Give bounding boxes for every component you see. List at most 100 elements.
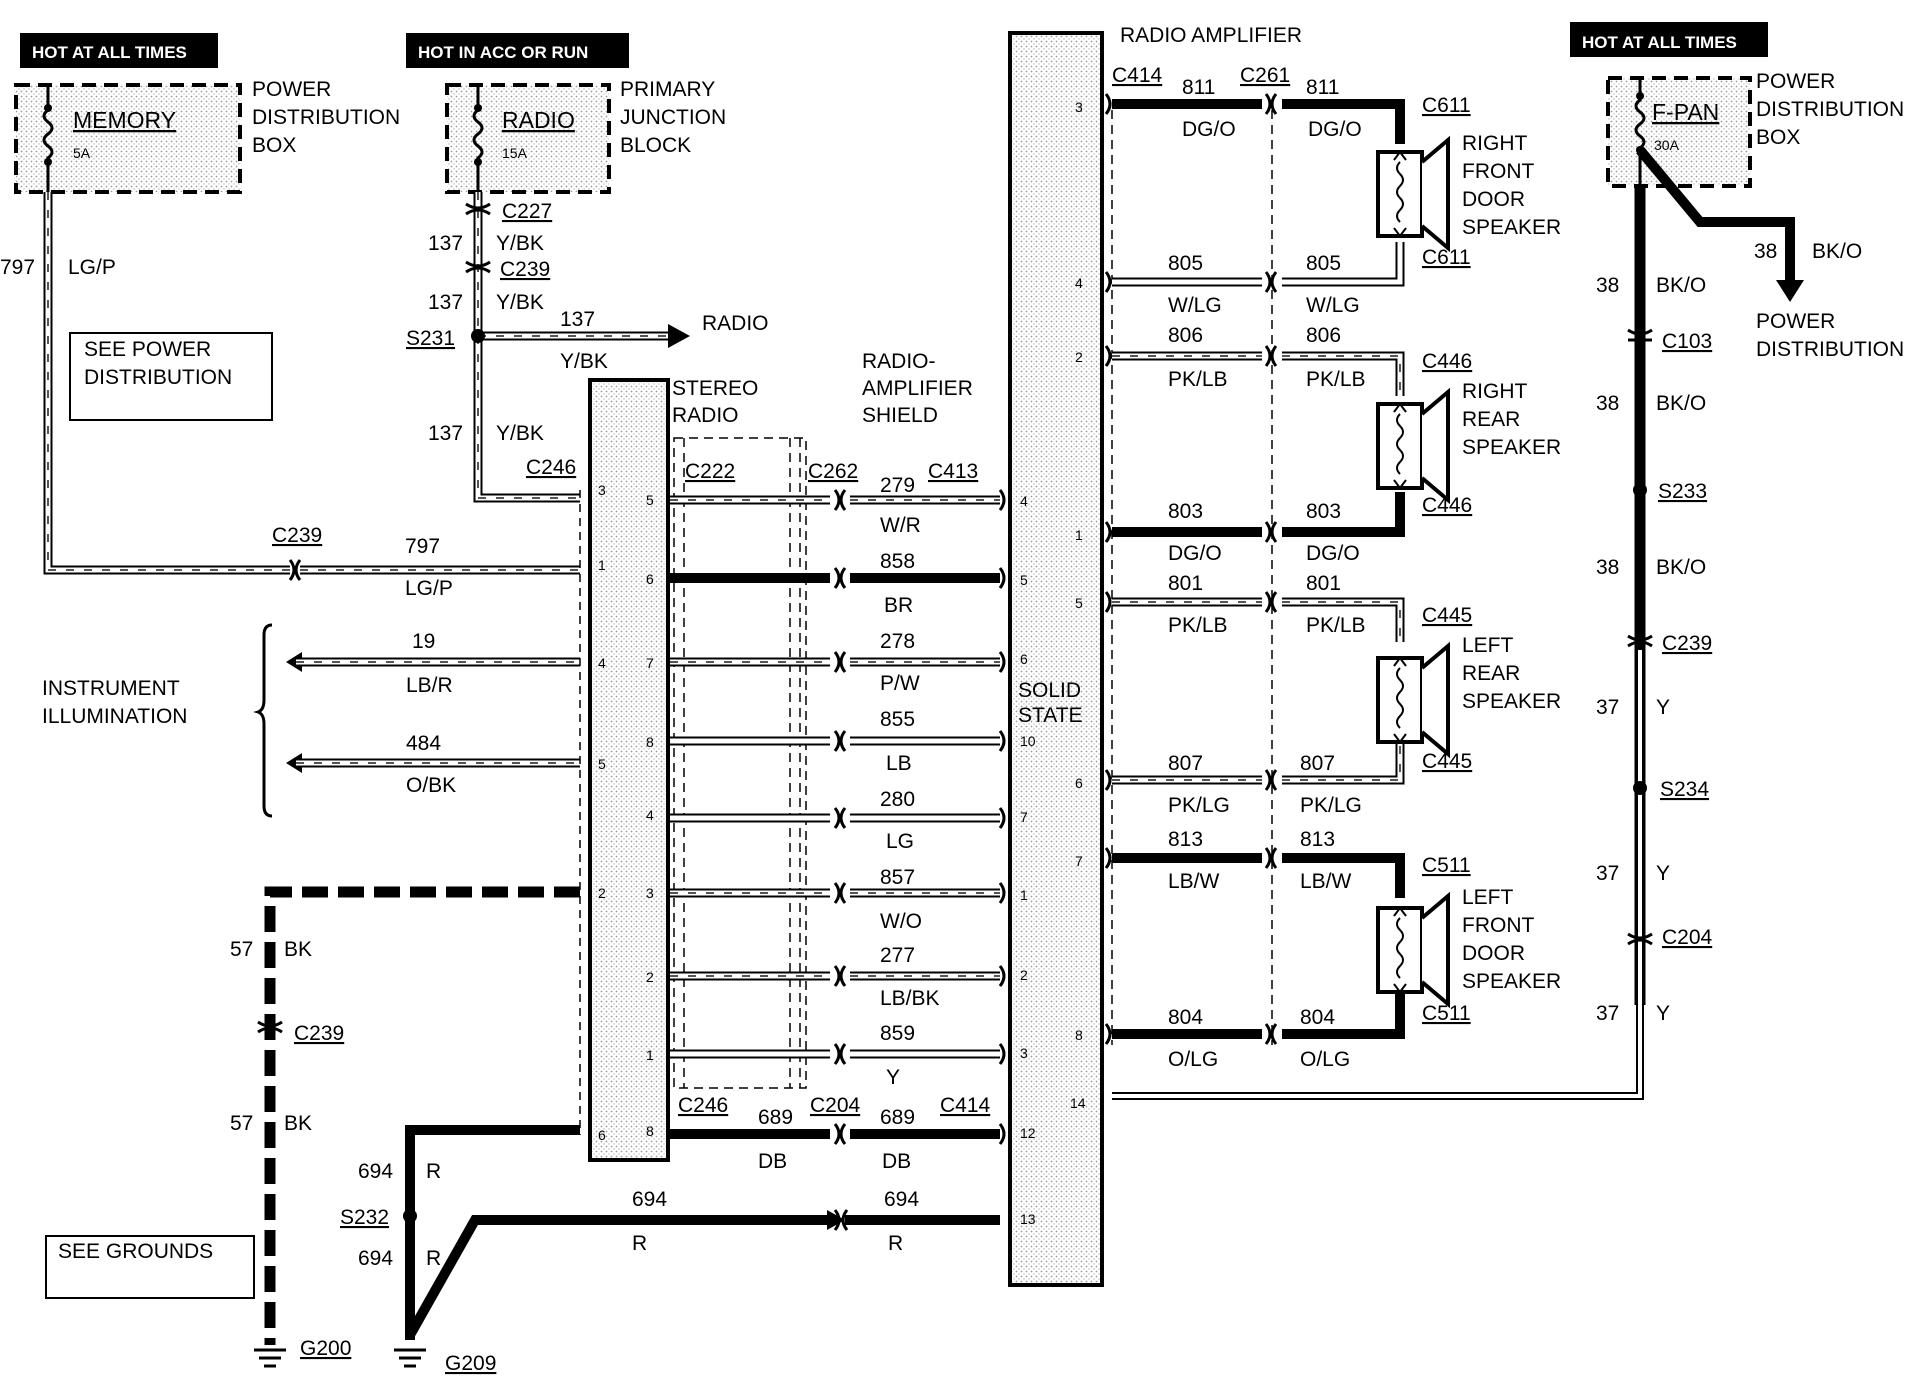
wire-277-connector-icon <box>833 965 847 987</box>
svg-text:38: 38 <box>1596 274 1619 297</box>
svg-text:797: 797 <box>0 256 35 279</box>
svg-text:30A: 30A <box>1654 137 1680 153</box>
svg-text:P/W: P/W <box>880 672 920 695</box>
svg-text:7: 7 <box>1020 809 1028 825</box>
svg-text:1: 1 <box>1075 527 1083 543</box>
svg-text:RADIO AMPLIFIER: RADIO AMPLIFIER <box>1120 24 1302 47</box>
svg-text:RIGHT: RIGHT <box>1462 380 1528 403</box>
svg-text:BK/O: BK/O <box>1656 274 1706 297</box>
svg-text:STATE: STATE <box>1018 704 1083 727</box>
svg-text:38: 38 <box>1754 240 1777 263</box>
svg-text:3: 3 <box>1075 99 1083 115</box>
svg-text:LG/P: LG/P <box>68 256 116 279</box>
wire-797: 797 LG/P 797 LG/P C239 <box>0 192 580 600</box>
svg-text:C413: C413 <box>928 460 978 483</box>
svg-text:BR: BR <box>884 594 913 617</box>
fuse-fpan: F-PAN 30A <box>1606 76 1752 188</box>
svg-text:805: 805 <box>1168 252 1203 275</box>
svg-text:C445: C445 <box>1422 750 1472 773</box>
svg-text:C246: C246 <box>678 1094 728 1117</box>
speaker-labels: C611 C611 RIGHT FRONT DOOR SPEAKER C446 … <box>1422 94 1561 1025</box>
svg-text:7: 7 <box>1075 853 1083 869</box>
svg-text:DG/O: DG/O <box>1182 118 1236 141</box>
svg-text:LG: LG <box>886 830 914 853</box>
svg-text:BLOCK: BLOCK <box>620 134 691 157</box>
svg-text:RADIO: RADIO <box>502 107 575 133</box>
svg-text:2: 2 <box>1020 967 1028 983</box>
connector-c227-icon <box>465 202 491 216</box>
svg-text:10: 10 <box>1020 733 1036 749</box>
wire-805-b <box>1282 242 1405 287</box>
wire-813-end-icon <box>1104 847 1112 869</box>
svg-text:W/R: W/R <box>880 514 921 537</box>
svg-text:LB/BK: LB/BK <box>880 987 940 1010</box>
svg-text:BK/O: BK/O <box>1656 556 1706 579</box>
svg-text:37: 37 <box>1596 696 1619 719</box>
svg-text:279: 279 <box>880 474 915 497</box>
svg-text:137: 137 <box>428 291 463 314</box>
svg-text:137: 137 <box>428 422 463 445</box>
svg-text:C246: C246 <box>526 456 576 479</box>
svg-text:LB: LB <box>886 752 912 775</box>
instrument-illumination: INSTRUMENT ILLUMINATION 19 LB/R 484 O/BK <box>42 623 580 818</box>
svg-text:Y/BK: Y/BK <box>496 422 544 445</box>
svg-text:REAR: REAR <box>1462 662 1520 685</box>
wire-813-b <box>1282 853 1405 898</box>
svg-text:STEREO: STEREO <box>672 377 758 400</box>
svg-text:W/O: W/O <box>880 910 922 933</box>
svg-text:O/LG: O/LG <box>1168 1048 1218 1071</box>
svg-text:C446: C446 <box>1422 494 1472 517</box>
wire-806-connector-icon <box>1264 345 1278 367</box>
svg-text:3: 3 <box>646 885 654 901</box>
svg-text:S234: S234 <box>1660 778 1709 801</box>
speaker-right-front-icon <box>1376 135 1450 253</box>
svg-text:C204: C204 <box>810 1094 861 1117</box>
wire-807-end-icon <box>1104 769 1112 791</box>
svg-text:Y: Y <box>886 1066 900 1089</box>
svg-text:37: 37 <box>1596 862 1619 885</box>
svg-text:7: 7 <box>646 655 654 671</box>
svg-text:INSTRUMENT: INSTRUMENT <box>42 677 180 700</box>
svg-text:2: 2 <box>598 885 606 901</box>
svg-text:FRONT: FRONT <box>1462 160 1534 183</box>
svg-text:PK/LB: PK/LB <box>1306 368 1366 391</box>
svg-text:811: 811 <box>1182 76 1215 99</box>
svg-text:C222: C222 <box>685 460 735 483</box>
svg-text:8: 8 <box>646 1123 654 1139</box>
wire-57: 57 BK C239 57 BK G200 <box>230 886 580 1368</box>
svg-text:280: 280 <box>880 788 915 811</box>
wire-811-end-icon <box>1104 93 1112 115</box>
svg-text:F-PAN: F-PAN <box>1652 99 1719 125</box>
wire-801-connector-icon <box>1264 591 1278 613</box>
svg-text:801: 801 <box>1306 572 1341 595</box>
svg-text:SEE GROUNDS: SEE GROUNDS <box>58 1240 213 1263</box>
svg-text:PK/LB: PK/LB <box>1168 614 1228 637</box>
svg-text:HOT AT ALL TIMES: HOT AT ALL TIMES <box>1582 33 1737 52</box>
svg-text:C414: C414 <box>1112 64 1163 87</box>
svg-text:DG/O: DG/O <box>1168 542 1222 565</box>
svg-text:FRONT: FRONT <box>1462 914 1534 937</box>
note-see-grounds: SEE GROUNDS <box>45 1235 255 1299</box>
svg-text:804: 804 <box>1168 1006 1203 1029</box>
svg-text:R: R <box>426 1160 441 1183</box>
wire-137: C227 137 Y/BK C239 137 Y/BK S231 137 Y/B… <box>406 192 769 503</box>
svg-text:BK: BK <box>284 1112 312 1135</box>
wire-857-end-icon <box>998 882 1006 904</box>
wire-806-b <box>1282 351 1405 396</box>
svg-text:137: 137 <box>560 308 595 331</box>
svg-text:855: 855 <box>880 708 915 731</box>
svg-text:RADIO: RADIO <box>672 404 739 427</box>
svg-text:6: 6 <box>1075 775 1083 791</box>
svg-text:57: 57 <box>230 1112 253 1135</box>
svg-text:6: 6 <box>598 1127 606 1143</box>
svg-text:1: 1 <box>646 1047 654 1063</box>
svg-text:POWER: POWER <box>252 78 331 101</box>
wire-857-connector-icon <box>833 882 847 904</box>
svg-text:DOOR: DOOR <box>1462 942 1525 965</box>
pjb-label: PRIMARY JUNCTION BLOCK <box>620 78 726 157</box>
svg-text:858: 858 <box>880 550 915 573</box>
svg-text:8: 8 <box>646 734 654 750</box>
svg-text:Y/BK: Y/BK <box>496 291 544 314</box>
ground-icon <box>254 1348 286 1368</box>
connector-c239-c-icon <box>257 1020 283 1034</box>
